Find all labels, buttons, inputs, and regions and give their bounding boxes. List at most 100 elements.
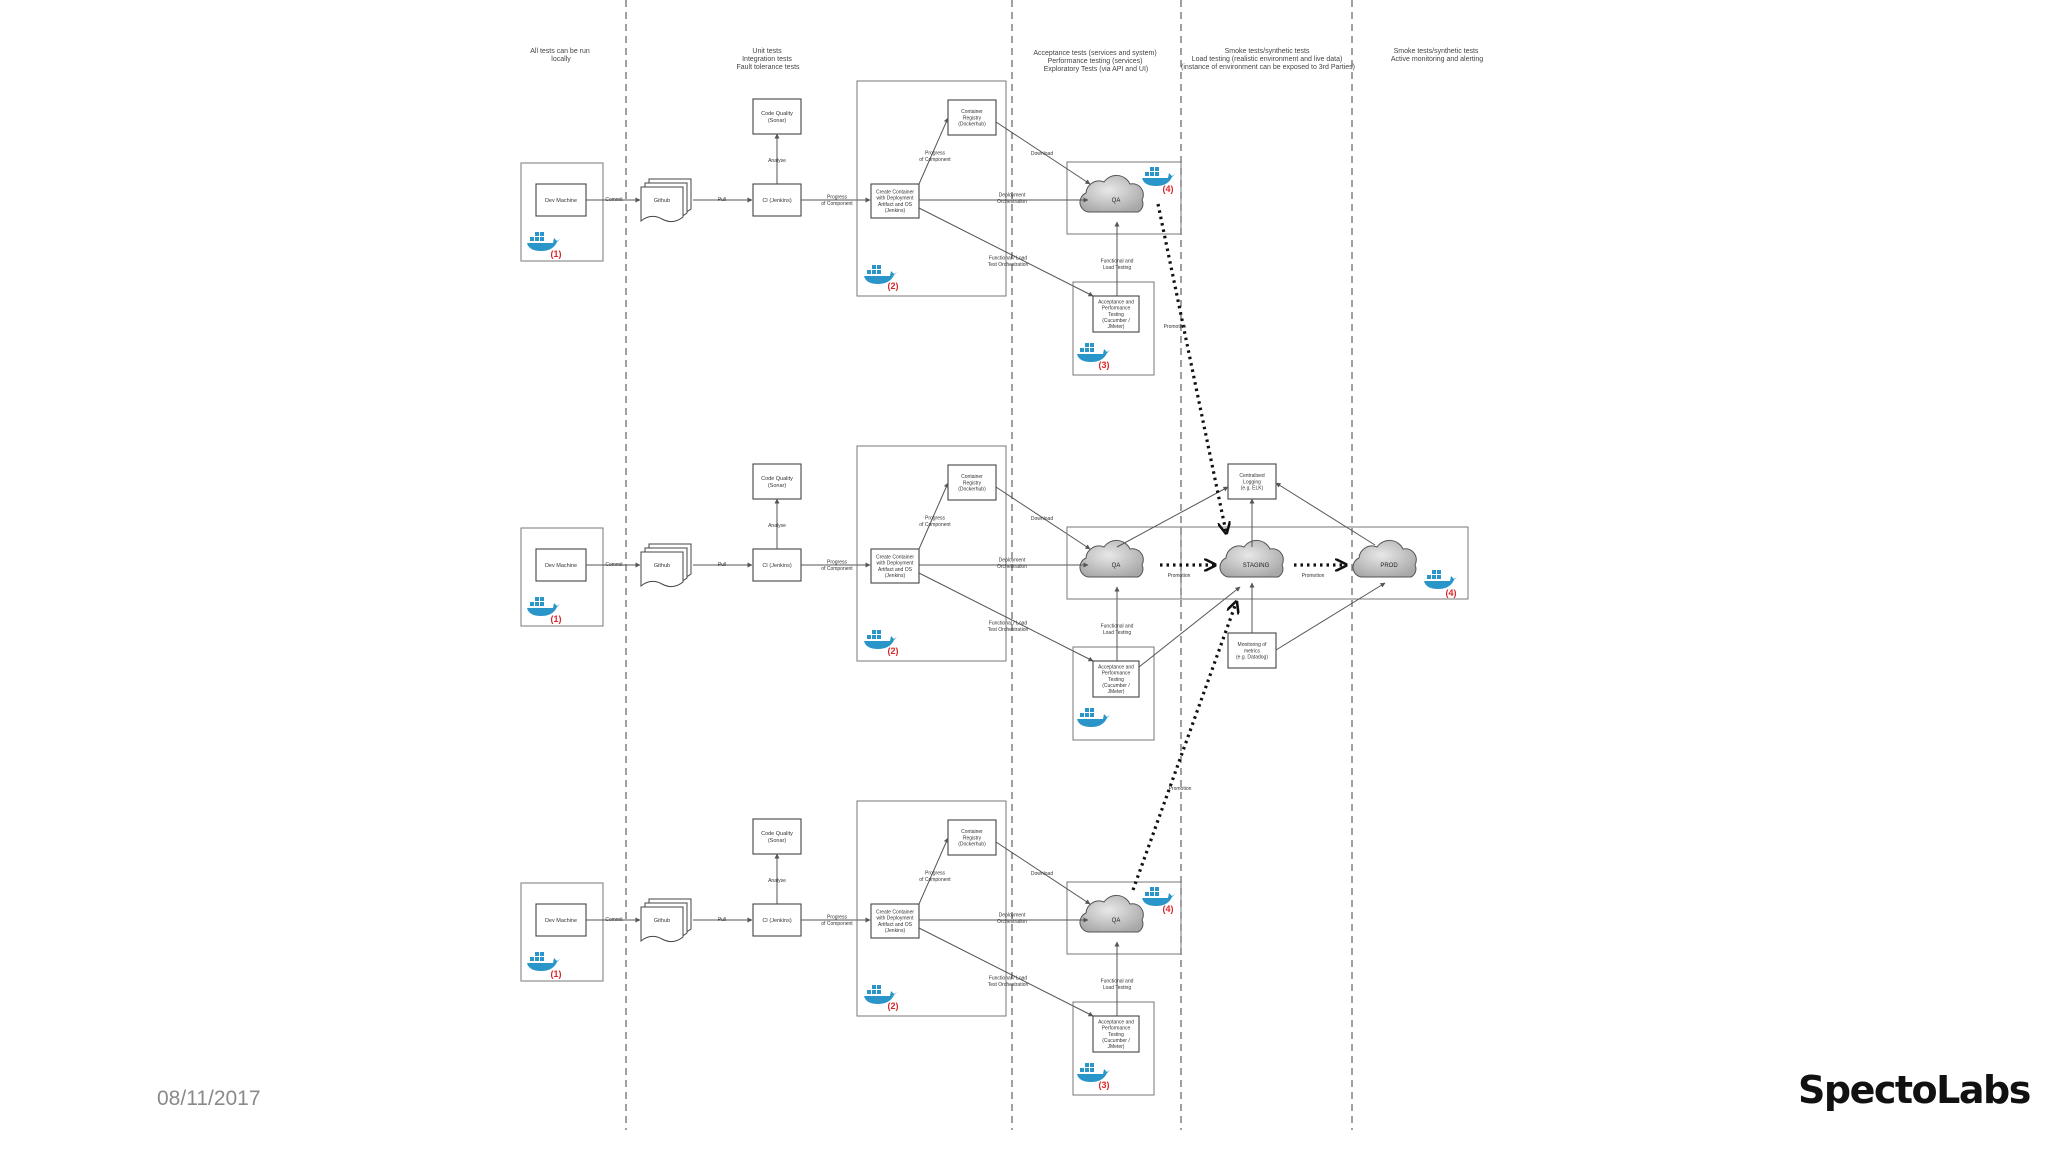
ci-box-label: CI (Jenkins) xyxy=(762,198,792,204)
docker-whale-icon-container xyxy=(530,957,534,961)
docker-whale-icon-container xyxy=(540,237,544,241)
environments-frame xyxy=(1066,526,1469,600)
docker-whale-icon-body xyxy=(527,958,560,971)
dev-machine-box xyxy=(535,548,587,582)
promotion-label: Promotion xyxy=(1168,573,1191,579)
qa-cloud-shape xyxy=(1079,539,1144,578)
docker-whale-icon-body xyxy=(527,603,560,616)
docker-whale-icon-container xyxy=(877,265,881,269)
docker-whale-icon-container xyxy=(1085,1063,1089,1067)
docker-whale-icon xyxy=(1077,343,1110,362)
column-header-1: All tests can be run locally xyxy=(530,48,591,63)
column-header-2: Unit tests Integration tests Fault toler… xyxy=(736,48,800,71)
download-label: Download xyxy=(1031,516,1053,522)
docker-whale-icon xyxy=(1142,887,1175,906)
github-docs-label: Github xyxy=(654,918,670,924)
docker-whale-icon-container xyxy=(535,597,539,601)
download-label: Download xyxy=(1031,871,1053,877)
functional-load-arrow xyxy=(918,927,1094,1017)
progress-registry-arrow xyxy=(918,837,949,905)
create-container-box xyxy=(870,548,920,584)
docker-whale-icon-container xyxy=(1437,575,1441,579)
docker-whale-icon-container xyxy=(877,630,881,634)
build-frame xyxy=(856,80,1007,297)
docker-whale-icon-container xyxy=(1080,348,1084,352)
docker-whale-icon-container xyxy=(1150,887,1154,891)
container-registry-box xyxy=(947,819,997,856)
docker-whale-icon-container xyxy=(1155,172,1159,176)
docker-whale-icon-container xyxy=(1090,1068,1094,1072)
qa-cloud-label: QA xyxy=(1112,198,1121,204)
github-docs-label: Github xyxy=(654,198,670,204)
docker-whale-icon-container xyxy=(1080,713,1084,717)
marker-2: (2) xyxy=(888,646,899,656)
docker-whale-icon-container xyxy=(1145,892,1149,896)
analyse-label: Analyse xyxy=(768,523,786,529)
marker-4: (4) xyxy=(1163,184,1174,194)
docker-whale-icon-container xyxy=(1085,348,1089,352)
docker-whale-icon xyxy=(1142,167,1175,186)
commit-label: Commit xyxy=(605,562,623,568)
dev-machine-box-label: Dev Machine xyxy=(545,563,577,569)
qa-cloud-label: QA xyxy=(1112,918,1121,924)
docker-whale-icon-container xyxy=(877,635,881,639)
docker-whale-icon-body xyxy=(864,991,897,1004)
docker-whale-icon-body xyxy=(1142,173,1175,186)
docker-whale-icon-body xyxy=(1077,714,1110,727)
docker-whale-icon-body xyxy=(1424,576,1457,589)
acceptance-frame xyxy=(1072,281,1155,376)
build-frame xyxy=(856,800,1007,1017)
qa-cloud-label: QA xyxy=(1112,563,1121,569)
docker-whale-icon-container xyxy=(540,602,544,606)
docker-whale-icon-container xyxy=(1085,713,1089,717)
dev-machine-box xyxy=(535,183,587,217)
marker-3: (3) xyxy=(1099,1080,1110,1090)
docker-whale-icon-container xyxy=(1090,713,1094,717)
commit-label: Commit xyxy=(605,197,623,203)
dev-machine-box-label: Dev Machine xyxy=(545,198,577,204)
dev-machine-frame xyxy=(520,162,604,262)
github-docs-sheet xyxy=(640,551,684,588)
docker-whale-icon-container xyxy=(540,957,544,961)
monitoring-box xyxy=(1227,632,1277,669)
code-quality-box-label: Code Quality(Sonar) xyxy=(761,111,793,124)
marker-4: (4) xyxy=(1446,588,1457,598)
column-header-3: Acceptance tests (services and system) P… xyxy=(1033,50,1158,73)
acceptance-frame xyxy=(1072,646,1155,741)
prod-cloud-label: PROD xyxy=(1380,563,1398,569)
code-quality-box-label: Code Quality(Sonar) xyxy=(761,831,793,844)
docker-whale-icon-container xyxy=(1150,172,1154,176)
docker-whale-icon-container xyxy=(1090,348,1094,352)
docker-whale-icon-body xyxy=(864,271,897,284)
docker-whale-icon xyxy=(527,597,560,616)
code-quality-box xyxy=(752,463,802,500)
functional-load-arrow xyxy=(918,572,1094,662)
docker-whale-icon-body xyxy=(864,636,897,649)
github-docs-sheet xyxy=(640,906,684,943)
docker-whale-icon-container xyxy=(867,270,871,274)
docker-whale-icon-container xyxy=(872,265,876,269)
docker-whale-icon-container xyxy=(1085,708,1089,712)
docker-whale-icon-container xyxy=(1090,1063,1094,1067)
code-quality-box xyxy=(752,818,802,855)
docker-whale-icon-container xyxy=(535,232,539,236)
docker-whale-icon-container xyxy=(867,635,871,639)
docker-whale-icon-container xyxy=(1432,570,1436,574)
dev-machine-frame xyxy=(520,882,604,982)
github-docs-label: Github xyxy=(654,563,670,569)
